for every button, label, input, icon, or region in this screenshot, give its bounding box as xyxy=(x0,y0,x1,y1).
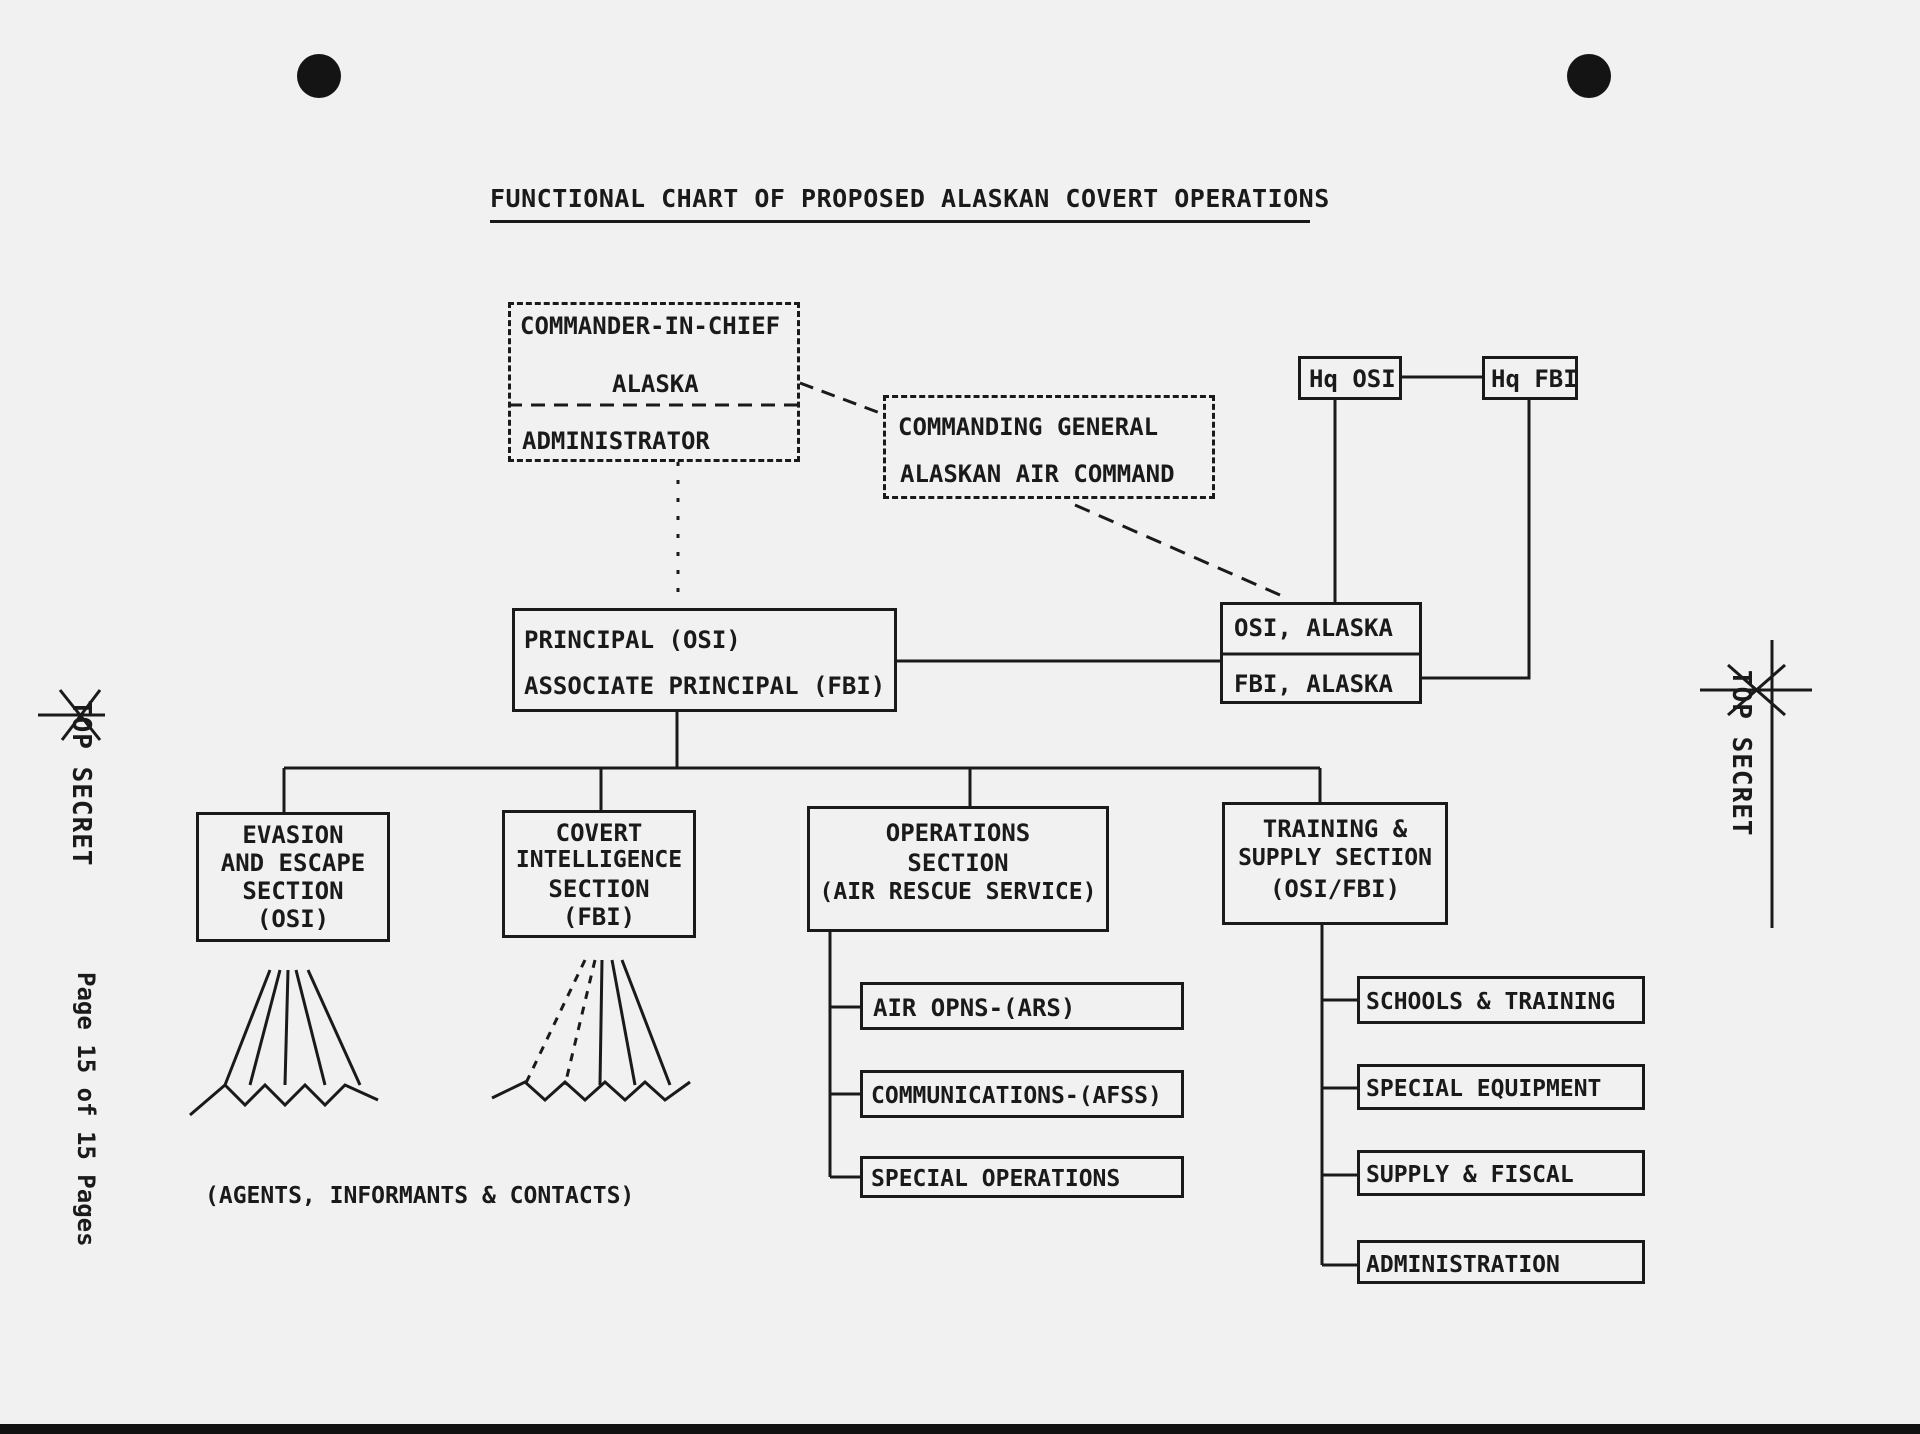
dashed-link-cinc-cg xyxy=(799,381,881,415)
node-operations-section: OPERATIONS SECTION (AIR RESCUE SERVICE) xyxy=(807,806,1109,932)
right-margin-classification: TOP SECRET xyxy=(1726,670,1756,837)
node-principal xyxy=(512,608,897,712)
cg-line1: COMMANDING GENERAL xyxy=(898,413,1159,441)
node-commander-in-chief xyxy=(508,302,800,462)
training-unit-special-equipment: SPECIAL EQUIPMENT xyxy=(1357,1064,1645,1110)
left-margin-page-label: Page 15 of 15 Pages xyxy=(72,972,100,1247)
left-margin-classification: TOP SECRET xyxy=(66,700,96,867)
node-commanding-general xyxy=(883,395,1215,499)
osi-fbi-divider xyxy=(1220,652,1422,656)
cg-line2: ALASKAN AIR COMMAND xyxy=(900,460,1175,488)
node-training-supply-section: TRAINING & SUPPLY SECTION (OSI/FBI) xyxy=(1222,802,1448,925)
evasion-agent-network xyxy=(189,969,379,1117)
training-unit-supply-fiscal: SUPPLY & FISCAL xyxy=(1357,1150,1645,1196)
covert-agent-network xyxy=(491,959,691,1103)
node-hq-osi: Hq OSI xyxy=(1298,356,1402,400)
punch-hole-left xyxy=(297,54,341,98)
principal-line2: ASSOCIATE PRINCIPAL (FBI) xyxy=(524,672,886,700)
training-unit-schools: SCHOOLS & TRAINING xyxy=(1357,976,1645,1024)
chart-title: FUNCTIONAL CHART OF PROPOSED ALASKAN COV… xyxy=(490,184,1329,223)
agents-caption: (AGENTS, INFORMANTS & CONTACTS) xyxy=(205,1183,635,1209)
node-fbi-alaska: FBI, ALASKA xyxy=(1234,670,1393,698)
cinc-line2: ALASKA xyxy=(612,370,699,398)
cinc-line1: COMMANDER-IN-CHIEF xyxy=(520,312,781,340)
node-evasion-escape-section: EVASION AND ESCAPE SECTION (OSI) xyxy=(196,812,390,942)
ops-unit-special-operations: SPECIAL OPERATIONS xyxy=(860,1156,1184,1198)
punch-hole-right xyxy=(1567,54,1611,98)
node-administrator: ADMINISTRATOR xyxy=(522,427,710,455)
principal-line1: PRINCIPAL (OSI) xyxy=(524,626,741,654)
cinc-admin-divider xyxy=(508,403,800,407)
link-hqfbi-fbialaska xyxy=(1421,398,1531,680)
node-osi-alaska: OSI, ALASKA xyxy=(1234,614,1393,642)
ops-unit-communications: COMMUNICATIONS-(AFSS) xyxy=(860,1070,1184,1118)
node-covert-intelligence-section: COVERT INTELLIGENCE SECTION (FBI) xyxy=(502,810,696,938)
node-hq-fbi: Hq FBI xyxy=(1482,356,1578,400)
scan-bottom-edge xyxy=(0,1424,1920,1434)
dashed-link-cg-osi xyxy=(1074,503,1281,597)
ops-unit-air-opns: AIR OPNS-(ARS) xyxy=(860,982,1184,1030)
training-unit-administration: ADMINISTRATION xyxy=(1357,1240,1645,1284)
